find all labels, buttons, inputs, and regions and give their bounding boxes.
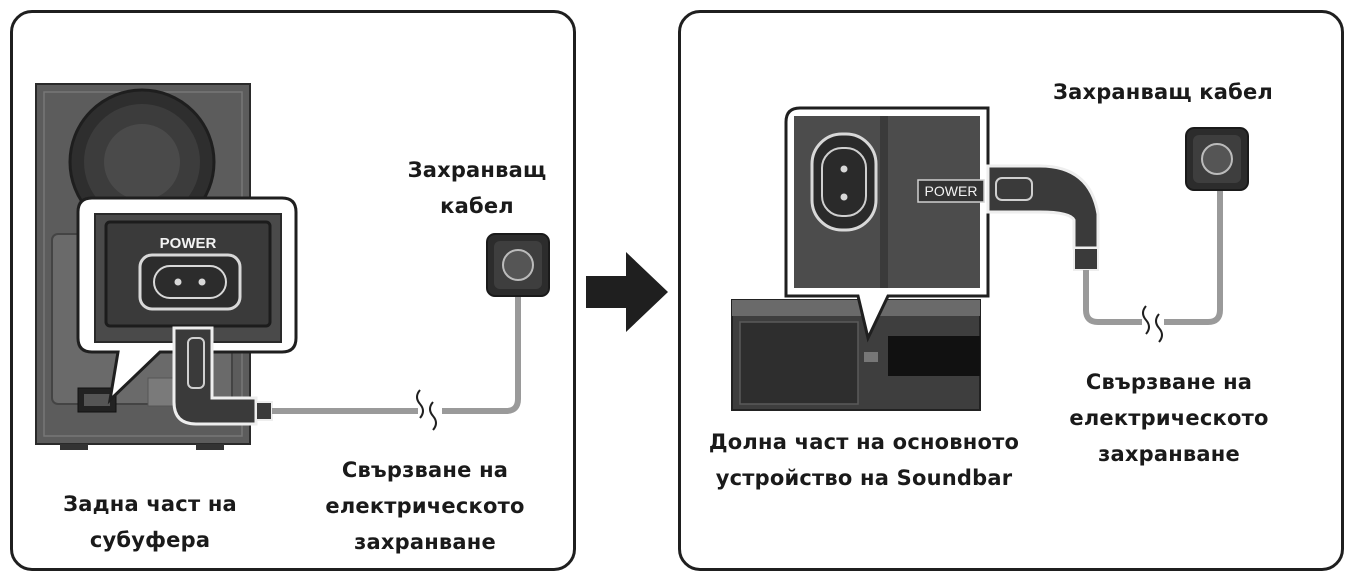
right-connect-label-line2: електрическото xyxy=(1069,406,1269,430)
power-plug-icon xyxy=(172,326,273,426)
left-connect-label-line1: Свързване на xyxy=(341,458,509,482)
right-arrow-icon xyxy=(586,252,668,332)
power-outlet-icon xyxy=(1185,127,1249,191)
subwoofer-caption-line1: Задна част на xyxy=(63,492,237,516)
left-power-label: POWER xyxy=(160,235,217,252)
left-power-cable xyxy=(272,272,521,431)
power-port-callout: POWER xyxy=(76,196,298,405)
soundbar-power-port-callout: POWER xyxy=(784,106,990,343)
power-outlet-icon xyxy=(486,233,550,297)
left-connect-label-line2: електрическото xyxy=(325,494,525,518)
left-connect-label-line3: захранване xyxy=(354,530,496,554)
left-cord-label: Захранващ кабел xyxy=(404,152,550,224)
power-plug-icon xyxy=(986,164,1100,271)
soundbar-caption-line2: устройство на Soundbar xyxy=(715,466,1013,490)
subwoofer-caption: Задна част на субуфера xyxy=(30,486,270,558)
soundbar-caption: Долна част на основното устройство на So… xyxy=(694,424,1034,496)
subwoofer-caption-line2: субуфера xyxy=(89,528,211,552)
right-cord-label-line1: Захранващ кабел xyxy=(1052,80,1274,104)
right-power-cable xyxy=(1083,186,1223,343)
right-cord-label: Захранващ кабел xyxy=(1048,74,1278,110)
left-cord-label-line1: Захранващ xyxy=(407,158,547,182)
left-cord-label-line2: кабел xyxy=(440,194,514,218)
right-power-label: POWER xyxy=(925,183,978,199)
soundbar-illustration xyxy=(731,299,981,411)
right-connect-label: Свързване на електрическото захранване xyxy=(1064,364,1274,472)
soundbar-caption-line1: Долна част на основното xyxy=(708,430,1020,454)
left-connect-label: Свързване на електрическото захранване xyxy=(320,452,530,560)
right-connect-label-line1: Свързване на xyxy=(1085,370,1253,394)
right-connect-label-line3: захранване xyxy=(1098,442,1240,466)
